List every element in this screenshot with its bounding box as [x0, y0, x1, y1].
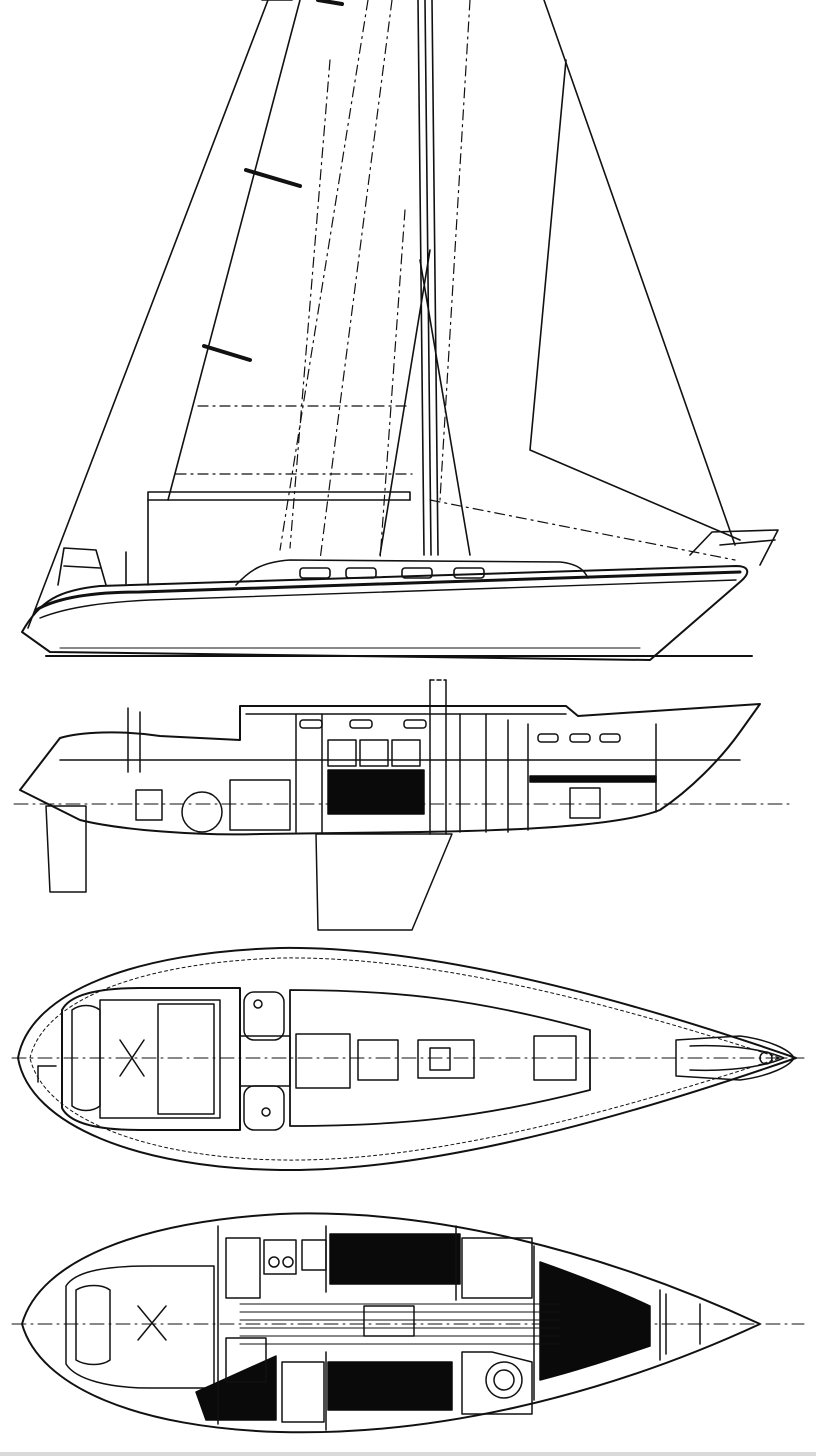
engine	[128, 708, 290, 832]
inboard-profile-view	[0, 672, 816, 934]
mast	[380, 0, 470, 555]
head-compartment	[462, 1238, 532, 1414]
winches	[240, 992, 290, 1130]
bow-pulpit	[690, 530, 778, 565]
cabin-top	[290, 990, 590, 1126]
accommodation-plan-view	[0, 1186, 816, 1452]
inboard-profile-drawing	[0, 672, 816, 934]
chain-locker	[666, 1294, 700, 1354]
bottom-border	[0, 1452, 816, 1456]
accommodation-plan-drawing	[0, 1186, 816, 1452]
sail-plan-drawing	[0, 0, 816, 670]
fin-keel	[316, 834, 452, 930]
interior-hull-outline	[22, 1213, 760, 1432]
bow-fittings	[676, 1036, 794, 1080]
cabin-portlights	[300, 720, 620, 742]
sail-plan-view	[0, 0, 816, 670]
nav-station	[226, 1338, 324, 1422]
stern-rail	[38, 1066, 56, 1082]
deck-plan-view	[0, 936, 816, 1184]
sail-battens	[204, 0, 342, 360]
v-berth	[530, 776, 656, 818]
saloon-sole	[240, 1304, 560, 1344]
stern-pulpit	[58, 548, 126, 585]
genoa-sail	[28, 0, 300, 628]
cockpit	[62, 988, 240, 1130]
hull-section	[20, 704, 760, 834]
saloon-settee-dark	[328, 740, 424, 814]
alternate-sail-outlines	[176, 0, 735, 560]
mast-step	[430, 680, 446, 834]
dodger	[148, 492, 410, 585]
mainsail	[530, 0, 740, 545]
rudder	[46, 806, 86, 892]
galley	[226, 1238, 326, 1298]
hull-profile	[22, 566, 752, 660]
forehatch	[534, 1036, 576, 1080]
interior-cockpit	[66, 1266, 214, 1388]
bulkheads	[296, 714, 656, 832]
deck-plan-drawing	[0, 936, 816, 1184]
deck-outline	[18, 948, 796, 1170]
interior-bulkheads	[218, 1226, 660, 1430]
berth-cushions-dark	[196, 1234, 650, 1420]
